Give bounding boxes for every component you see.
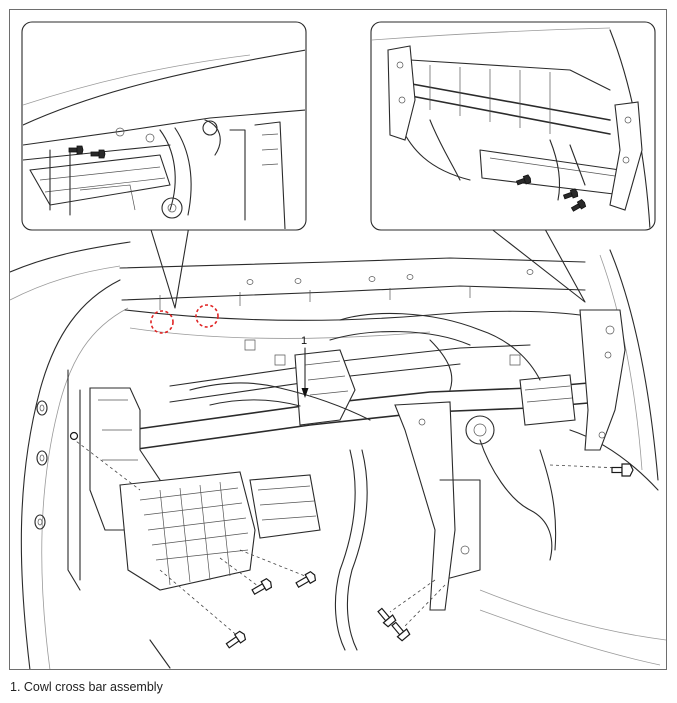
- inset-left-pointer: [147, 219, 191, 309]
- cowl-cross-bar-illustration: 1: [10, 21, 666, 669]
- bolt-icon: [570, 199, 587, 212]
- diagram-frame: 1: [9, 9, 667, 670]
- figure-caption: 1. Cowl cross bar assembly: [10, 680, 163, 694]
- detail-inset-right: [370, 21, 656, 231]
- callout-number: 1: [301, 335, 307, 347]
- bolt-icon: [225, 630, 247, 649]
- cowl-cross-bar-assembly: [89, 309, 626, 651]
- bolt-leader-lines: [71, 437, 621, 639]
- bolt-icon: [377, 607, 397, 628]
- detail-inset-left: [21, 21, 307, 231]
- bolt-icon: [611, 463, 634, 477]
- bolt-icon: [391, 621, 411, 642]
- inset-right-pointer: [479, 219, 586, 303]
- bolt-icon: [562, 188, 579, 200]
- bolt-icon: [90, 149, 106, 159]
- highlight-circle-left: [150, 310, 174, 334]
- bolt-icon: [68, 145, 84, 155]
- bolt-icon: [295, 570, 317, 588]
- bolt-icon: [69, 431, 79, 441]
- dashboard-body-outline: [10, 241, 666, 669]
- bolt-icon: [251, 577, 273, 595]
- callout-1: 1: [301, 335, 309, 398]
- bolt-icon: [515, 174, 532, 186]
- highlight-circle-right: [195, 304, 219, 328]
- bolts: [69, 431, 634, 649]
